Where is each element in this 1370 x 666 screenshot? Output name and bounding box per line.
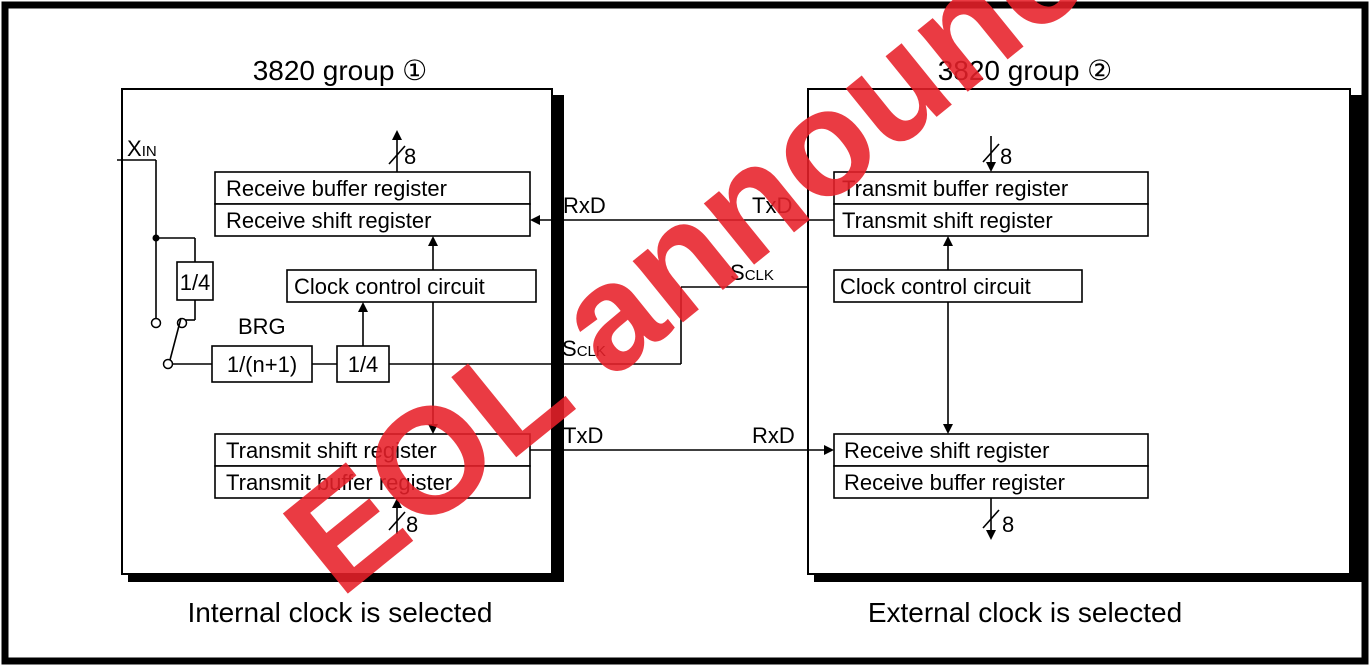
left-caption: Internal clock is selected (187, 597, 492, 628)
sclk-top-label: SCLK (730, 260, 774, 285)
left-top-bus-arrow (392, 130, 402, 140)
left-receive-shift-label: Receive shift register (226, 208, 431, 233)
right-top-bus-arrow (986, 162, 996, 172)
switch-contact-xin (150, 317, 162, 329)
right-receive-buffer-label: Receive buffer register (844, 470, 1065, 495)
right-top-bus-width: 8 (1000, 144, 1012, 169)
right-receive-shift-box (833, 433, 1149, 467)
right-receive-buffer-box (833, 465, 1149, 499)
txd-left-label: TxD (563, 423, 603, 448)
right-bottom-bus-width: 8 (1002, 512, 1014, 537)
right-bottom-bus-arrow (986, 530, 996, 540)
txd-to-rxd-arrow (530, 215, 540, 225)
switch-common (162, 358, 174, 370)
right-caption: External clock is selected (868, 597, 1182, 628)
left-bottom-bus-width: 8 (406, 512, 418, 537)
right-clock-control-box (833, 269, 1083, 303)
right-receive-shift-label: Receive shift register (844, 438, 1049, 463)
left-transmit-shift-label: Transmit shift register (226, 438, 437, 463)
right-transmit-shift-box (833, 203, 1149, 237)
right-group-title: 3820 group ② (938, 55, 1113, 86)
rxd-left-label: RxD (563, 193, 606, 218)
left-group-title: 3820 group ① (253, 55, 428, 86)
right-transmit-buffer-box (833, 171, 1149, 205)
left-ccc-to-rx-arrow (428, 236, 438, 246)
right-clock-control-label: Clock control circuit (840, 274, 1031, 299)
right-top-bus-slash (982, 143, 1000, 163)
left-top-bus-width: 8 (404, 144, 416, 169)
left-div4-top-label: 1/4 (180, 270, 211, 295)
left-transmit-buffer-label: Transmit buffer register (226, 470, 452, 495)
left-receive-buffer-label: Receive buffer register (226, 176, 447, 201)
left-div4-top-box (176, 261, 214, 301)
xin-label: XIN (127, 136, 157, 161)
right-transmit-buffer-label: Transmit buffer register (842, 176, 1068, 201)
txd-right-label: TxD (752, 193, 792, 218)
brg-label: BRG (238, 314, 286, 339)
txd-to-rxd-right-arrow (824, 445, 834, 455)
div4-to-clock-control-arrow (358, 302, 368, 312)
brg-divider-label: 1/(n+1) (227, 352, 297, 377)
left-transmit-buffer-box (214, 465, 531, 499)
left-bottom-bus-arrow (392, 498, 402, 508)
left-ccc-to-tx-arrow (428, 424, 438, 434)
left-clock-control-box (286, 269, 537, 303)
right-ccc-to-rx-arrow (943, 424, 953, 434)
brg-divider-box (211, 345, 313, 383)
sclk-left-label: SCLK (562, 336, 606, 361)
rxd-right-label: RxD (752, 423, 795, 448)
left-clock-control-label: Clock control circuit (294, 274, 485, 299)
right-bottom-bus-slash (982, 509, 1000, 529)
left-top-bus-slash (388, 145, 406, 165)
right-transmit-shift-label: Transmit shift register (842, 208, 1053, 233)
left-div4-bottom-label: 1/4 (348, 352, 379, 377)
left-transmit-shift-box (214, 433, 531, 467)
left-bottom-bus-slash (388, 511, 406, 531)
switch-lever (169, 317, 182, 361)
right-ccc-to-tx-arrow (943, 236, 953, 246)
